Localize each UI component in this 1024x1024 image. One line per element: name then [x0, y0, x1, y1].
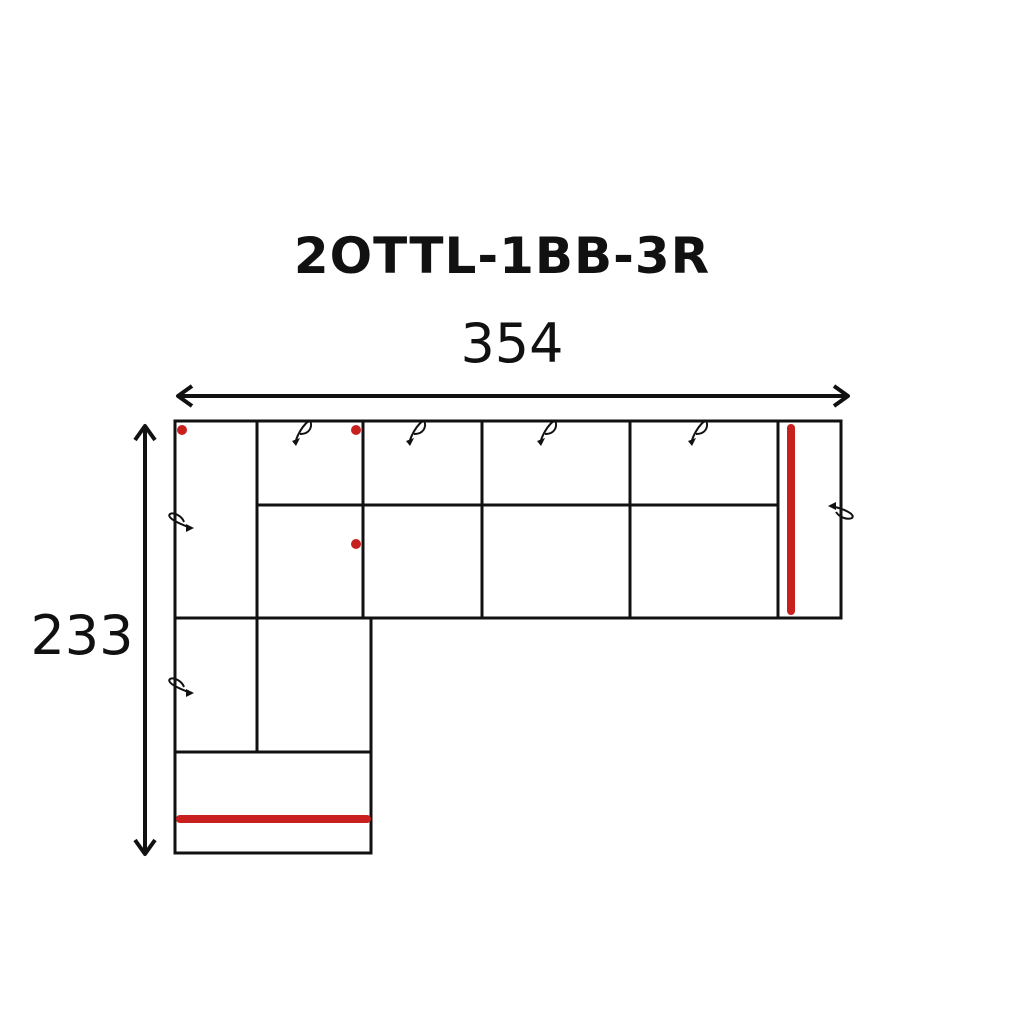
curved-arrow-icon [295, 420, 313, 441]
model-code-title: 2OTTL-1BB-3R [293, 227, 711, 285]
height-dimension-arrow [133, 424, 157, 856]
armrest-bottom [173, 750, 373, 855]
dot-icon [177, 425, 187, 435]
width-dimension-arrow [176, 384, 850, 408]
curved-arrow-icon [168, 512, 192, 529]
recline-markers [168, 420, 854, 694]
lower-left-section [173, 616, 373, 754]
curved-arrow-icon [829, 505, 854, 520]
curved-arrow-icon [540, 420, 558, 441]
height-dimension-label: 233 [30, 604, 134, 667]
storage-bars [176, 424, 795, 823]
sofa-modules [173, 419, 843, 855]
dot-icon [351, 539, 361, 549]
horizontal-section-outline [173, 419, 843, 620]
power-points [177, 425, 361, 549]
dot-icon [351, 425, 361, 435]
recline-arrowheads [186, 438, 836, 697]
curved-arrow-icon [691, 420, 709, 441]
curved-arrow-icon [168, 677, 192, 694]
width-dimension-label: 354 [460, 312, 564, 375]
curved-arrow-icon [409, 420, 427, 441]
